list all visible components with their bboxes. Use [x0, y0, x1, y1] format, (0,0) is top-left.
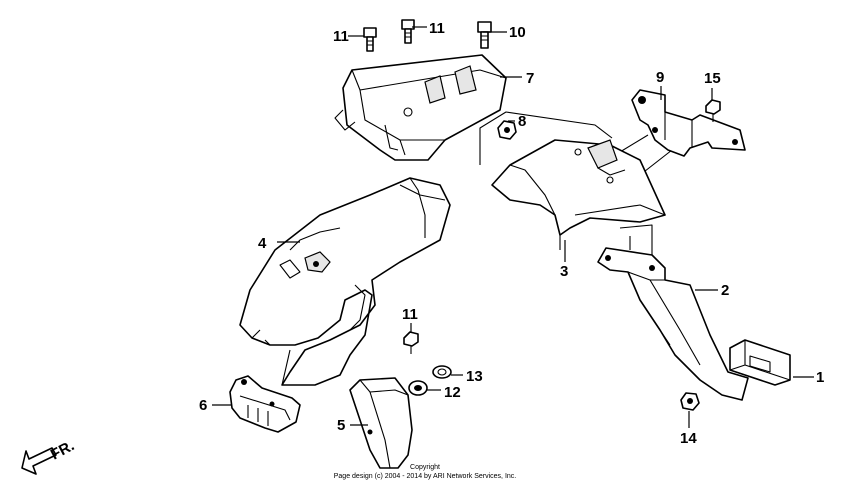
bolt-11-left[interactable] [363, 27, 377, 52]
front-direction-arrow: FR. [21, 437, 77, 475]
callout-10: 10 [509, 24, 526, 41]
callout-5: 5 [337, 417, 345, 434]
callout-3: 3 [560, 263, 568, 280]
callout-9: 9 [656, 69, 664, 86]
part-6-splash-bracket[interactable] [229, 375, 301, 433]
callout-11-lower: 11 [402, 306, 418, 323]
callout-2: 2 [721, 282, 729, 299]
callout-6: 6 [199, 397, 207, 414]
callout-11-middle: 11 [429, 20, 445, 37]
callout-12: 12 [444, 384, 461, 401]
part-7-tray[interactable] [334, 54, 507, 161]
copyright-line-2: Page design (c) 2004 - 2014 by ARI Netwo… [334, 473, 517, 480]
assembly-line-tray [479, 111, 613, 165]
part-4-inner-fender[interactable] [239, 177, 451, 386]
bolt-10[interactable] [477, 21, 492, 49]
bolt-11-middle[interactable] [401, 19, 415, 44]
grommet-12[interactable] [408, 380, 428, 396]
part-5-splash-guard[interactable] [349, 377, 413, 469]
front-label: FR. [48, 437, 77, 463]
nut-14[interactable] [680, 392, 700, 411]
nut-8[interactable] [497, 120, 517, 140]
part-2-bracket[interactable] [597, 224, 749, 401]
callout-8: 8 [518, 113, 526, 130]
copyright-line-1: Copyright [410, 464, 440, 471]
part-9-license-bracket[interactable] [631, 89, 746, 157]
collar-13[interactable] [432, 365, 452, 379]
leader-lines [212, 26, 814, 428]
part-1-reflector[interactable] [729, 339, 791, 386]
callout-1: 1 [816, 369, 824, 386]
callout-14: 14 [680, 430, 697, 447]
part-3-rear-fender[interactable] [491, 139, 666, 250]
callout-4: 4 [258, 235, 267, 252]
callout-7: 7 [526, 70, 534, 87]
screw-11-lower[interactable] [403, 331, 419, 354]
callout-11-left: 11 [333, 28, 349, 45]
callout-13: 13 [466, 368, 483, 385]
callout-15: 15 [704, 70, 721, 87]
